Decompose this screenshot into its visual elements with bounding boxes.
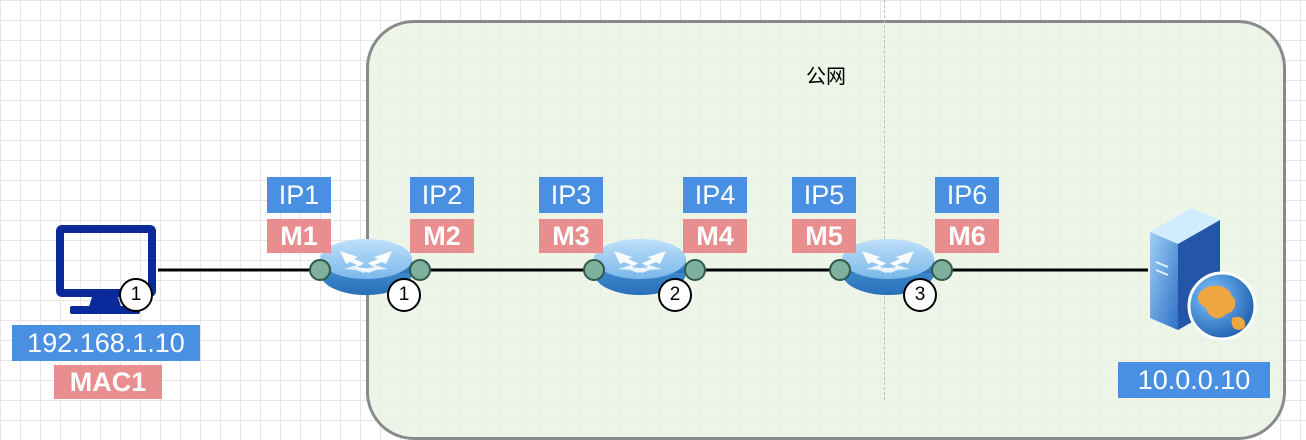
- pc-ip-label: 192.168.1.10: [12, 325, 200, 361]
- port-ip3: [583, 259, 605, 281]
- router-1-badge: 1: [387, 278, 421, 312]
- computer-icon: [56, 225, 156, 314]
- network-diagram: [56, 208, 1257, 341]
- port-ip4: [684, 259, 706, 281]
- port-ip1: [309, 259, 331, 281]
- router-1-left-ip: IP1: [267, 177, 331, 213]
- region-title: 公网: [806, 64, 846, 88]
- router-3-left-ip: IP5: [792, 177, 856, 213]
- pc-mac-label: MAC1: [54, 365, 162, 399]
- router-2-right-ip: IP4: [683, 177, 747, 213]
- router-3-left-mac: M5: [792, 219, 856, 253]
- port-ip2: [409, 259, 431, 281]
- server-ip-label: 10.0.0.10: [1118, 362, 1270, 398]
- router-3-badge: 3: [903, 278, 937, 312]
- router-3-right-ip: IP6: [935, 177, 999, 213]
- center-guide-line: [884, 0, 885, 400]
- router-1-right-ip: IP2: [410, 177, 474, 213]
- router-2-left-ip: IP3: [539, 177, 603, 213]
- router-2-left-mac: M3: [539, 219, 603, 253]
- port-ip5: [829, 259, 851, 281]
- port-ip6: [931, 259, 953, 281]
- pc-badge: 1: [119, 278, 153, 312]
- interface-ports: [309, 259, 953, 281]
- router-1-right-mac: M2: [410, 219, 474, 253]
- router-2-right-mac: M4: [683, 219, 747, 253]
- router-3-right-mac: M6: [935, 219, 999, 253]
- router-1-left-mac: M1: [267, 219, 331, 253]
- web-server-icon: [1150, 208, 1257, 341]
- router-2-badge: 2: [658, 278, 692, 312]
